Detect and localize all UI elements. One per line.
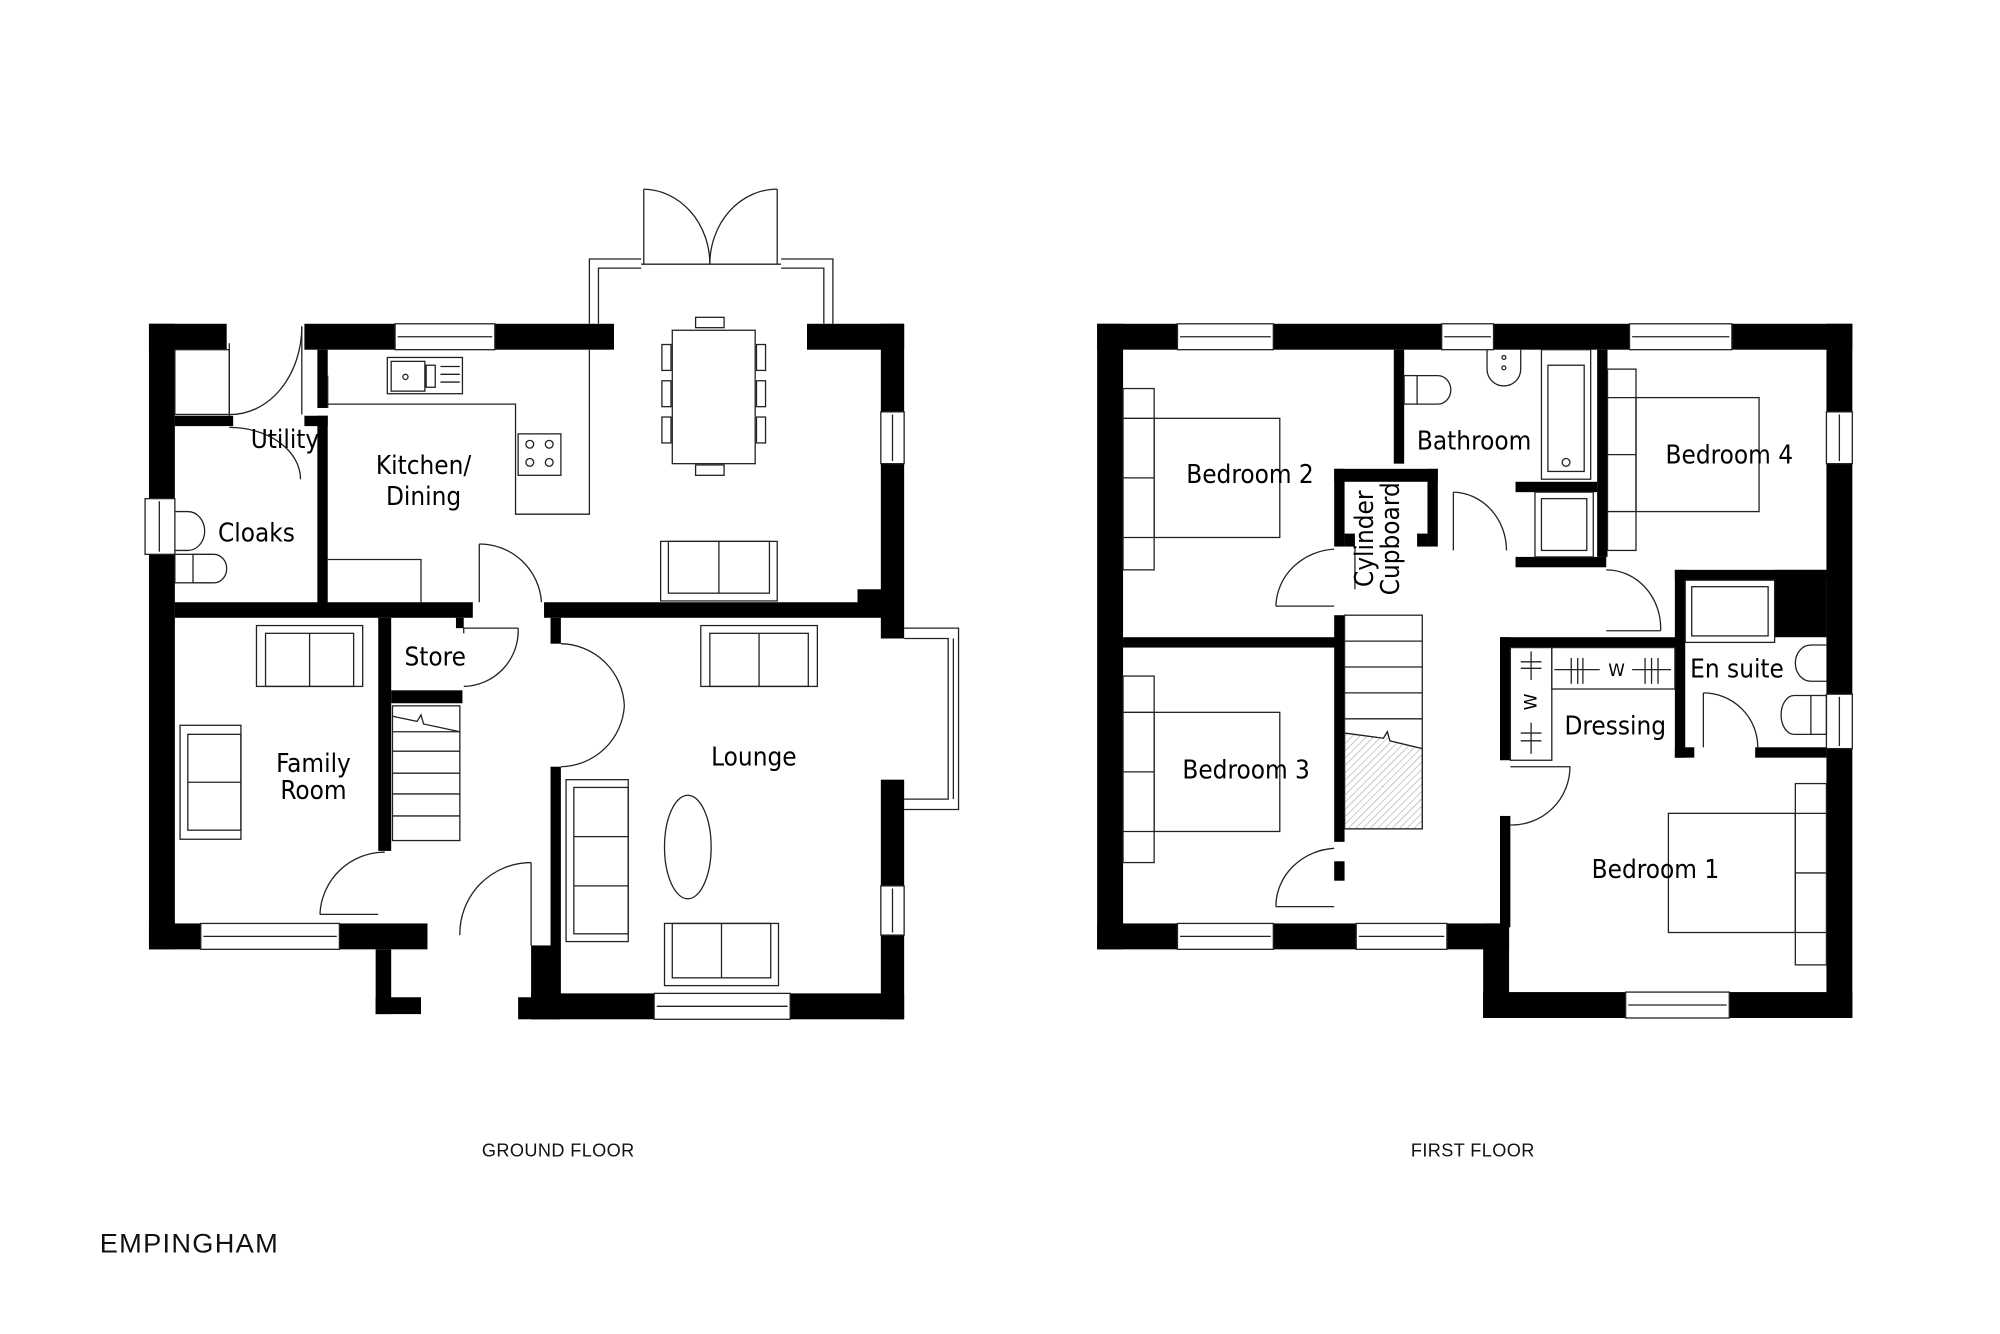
ground-floor-windows xyxy=(144,188,960,1020)
room-label-store: Store xyxy=(404,643,466,673)
ground-floor-walls xyxy=(148,323,905,1020)
first-floor-plan: W W xyxy=(1097,323,1853,1019)
ground-floor-caption: GROUND FLOOR xyxy=(482,1141,635,1161)
room-label-en-suite: En suite xyxy=(1690,654,1784,684)
ground-floor-labels: Utility Kitchen/ Dining Cloaks Store Fam… xyxy=(218,425,797,806)
first-floor-fixtures: W W xyxy=(1122,349,1828,966)
wardrobe-mark-vertical: W xyxy=(1520,693,1540,710)
room-label-bedroom-1: Bedroom 1 xyxy=(1592,855,1720,885)
first-floor-walls xyxy=(1097,323,1853,1018)
house-type-title: EMPINGHAM xyxy=(100,1227,279,1258)
first-floor-labels: Bedroom 2 Bathroom Bedroom 4 Cylinder Cu… xyxy=(1182,426,1793,885)
room-label-utility: Utility xyxy=(251,425,320,455)
first-floor-caption: FIRST FLOOR xyxy=(1411,1141,1535,1161)
room-label-bedroom-3: Bedroom 3 xyxy=(1182,755,1310,785)
room-label-cylinder: Cylinder xyxy=(1350,490,1380,587)
room-label-bedroom-2: Bedroom 2 xyxy=(1186,460,1314,490)
ground-floor-fixtures xyxy=(174,316,819,987)
room-label-kitchen-line2: Dining xyxy=(386,482,461,512)
room-label-bedroom-4: Bedroom 4 xyxy=(1666,441,1794,471)
room-label-cupboard: Cupboard xyxy=(1376,482,1406,595)
room-label-family-line2: Room xyxy=(280,776,346,806)
ground-floor-plan: Utility Kitchen/ Dining Cloaks Store Fam… xyxy=(144,188,960,1020)
room-label-family-line1: Family xyxy=(276,749,351,779)
room-label-kitchen-line1: Kitchen/ xyxy=(376,451,472,481)
first-floor-windows xyxy=(1176,323,1853,1019)
wardrobe-mark-horizontal: W xyxy=(1608,660,1625,680)
room-label-cloaks: Cloaks xyxy=(218,518,295,548)
room-label-dressing: Dressing xyxy=(1564,711,1666,741)
room-label-lounge: Lounge xyxy=(711,742,796,772)
room-label-bathroom: Bathroom xyxy=(1417,426,1531,456)
